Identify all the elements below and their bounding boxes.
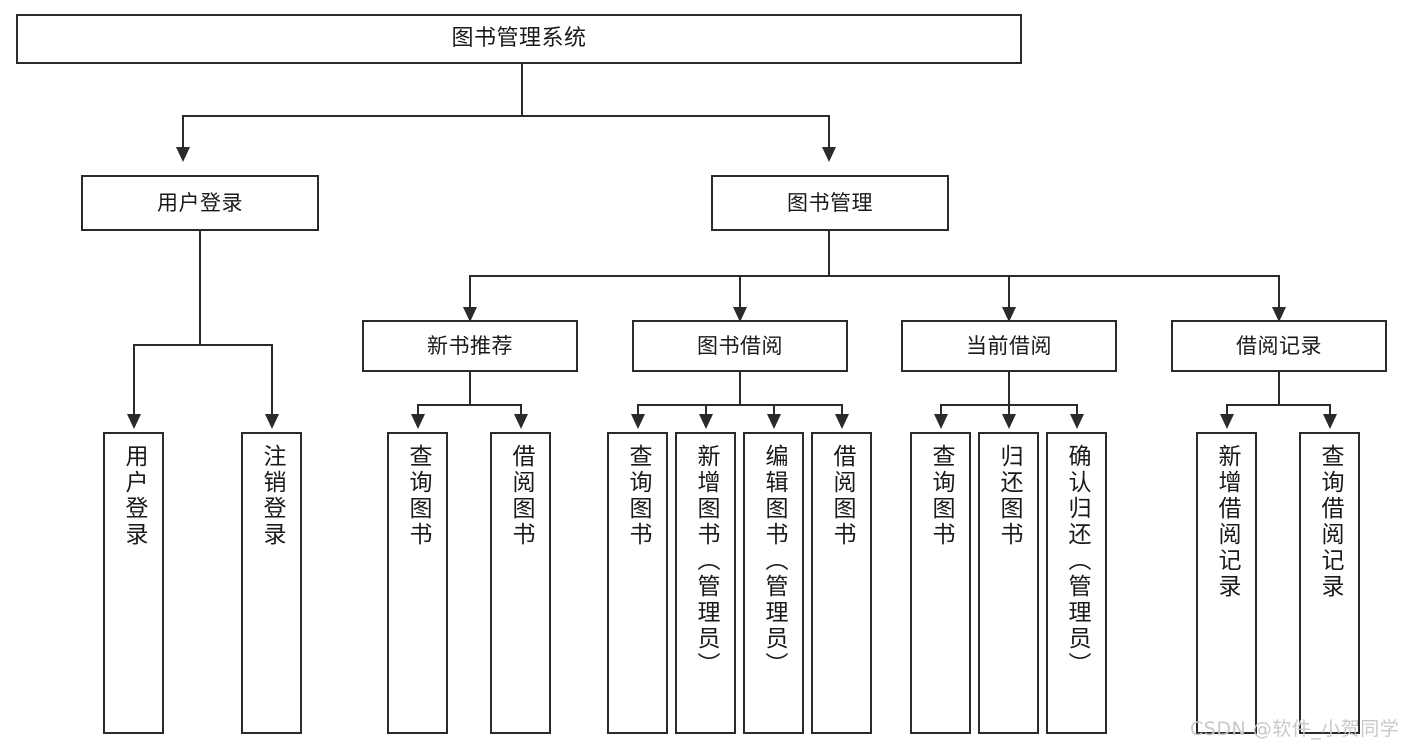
arrowhead-bb-edit (767, 414, 781, 429)
node-borrow-records[interactable]: 借阅记录 (1171, 320, 1387, 372)
edge-drop-bb-add (705, 404, 707, 416)
node-book-management[interactable]: 图书管理 (711, 175, 949, 231)
leaf-user-login[interactable]: 用户登录 (103, 432, 164, 734)
leaf-bb-edit-book-admin[interactable]: 编辑图书（管理员） (743, 432, 804, 734)
edge-drop-book-manage (828, 115, 830, 149)
node-label: 新增图书（管理员） (693, 444, 719, 678)
edge-new-book-distributor (417, 404, 522, 406)
node-label: 借阅记录 (1236, 333, 1322, 358)
edge-drop-br-query (1329, 404, 1331, 416)
arrowhead-leaf-user-login (127, 414, 141, 429)
arrowhead-nb-borrow (514, 414, 528, 429)
node-label: 用户登录 (121, 444, 147, 548)
edge-root-stem (521, 64, 523, 116)
node-label: 用户登录 (157, 190, 243, 215)
edge-drop-br-add (1226, 404, 1228, 416)
edge-book-borrow-distributor (637, 404, 842, 406)
node-label: 查询图书 (625, 444, 651, 548)
arrowhead-cb-confirm (1070, 414, 1084, 429)
arrowhead-cb-return (1002, 414, 1016, 429)
node-label: 借阅图书 (508, 444, 534, 548)
arrowhead-new-book (463, 307, 477, 322)
edge-borrow-records-stem (1278, 372, 1280, 405)
edge-book-borrow-stem (739, 372, 741, 405)
leaf-bb-add-book-admin[interactable]: 新增图书（管理员） (675, 432, 736, 734)
leaf-cb-return-book[interactable]: 归还图书 (978, 432, 1039, 734)
arrowhead-bb-add (699, 414, 713, 429)
arrowhead-borrow-records (1272, 307, 1286, 322)
edge-book-management-stem (828, 231, 830, 276)
node-label: 新增借阅记录 (1214, 444, 1240, 600)
leaf-cb-query-book[interactable]: 查询图书 (910, 432, 971, 734)
leaf-bb-query-book[interactable]: 查询图书 (607, 432, 668, 734)
node-root-system[interactable]: 图书管理系统 (16, 14, 1022, 64)
arrowhead-bb-borrow (835, 414, 849, 429)
node-label: 确认归还（管理员） (1064, 444, 1090, 678)
arrowhead-br-add (1220, 414, 1234, 429)
edge-drop-user-login (182, 115, 184, 149)
leaf-cb-confirm-return-admin[interactable]: 确认归还（管理员） (1046, 432, 1107, 734)
edge-drop-leaf-user-login (133, 344, 135, 416)
edge-drop-current-borrow (1008, 275, 1010, 309)
leaf-bb-borrow-book[interactable]: 借阅图书 (811, 432, 872, 734)
edge-book-management-distributor (469, 275, 1280, 277)
edge-drop-book-borrow (739, 275, 741, 309)
leaf-nb-borrow-book[interactable]: 借阅图书 (490, 432, 551, 734)
edge-drop-nb-borrow (520, 404, 522, 416)
leaf-nb-query-book[interactable]: 查询图书 (387, 432, 448, 734)
node-label: 新书推荐 (427, 333, 513, 358)
edge-user-login-stem (199, 231, 201, 345)
edge-root-distributor (182, 115, 830, 117)
arrowhead-br-query (1323, 414, 1337, 429)
node-current-borrow[interactable]: 当前借阅 (901, 320, 1117, 372)
node-label: 图书管理系统 (451, 26, 587, 52)
arrowhead-cb-query (934, 414, 948, 429)
edge-drop-cb-return (1008, 404, 1010, 416)
node-label: 查询图书 (405, 444, 431, 548)
arrowhead-leaf-logout (265, 414, 279, 429)
arrowhead-bb-query (631, 414, 645, 429)
leaf-br-query-record[interactable]: 查询借阅记录 (1299, 432, 1360, 734)
edge-new-book-stem (469, 372, 471, 405)
arrowhead-book-borrow (733, 307, 747, 322)
leaf-logout[interactable]: 注销登录 (241, 432, 302, 734)
edge-drop-nb-query (417, 404, 419, 416)
node-label: 借阅图书 (829, 444, 855, 548)
arrowhead-nb-query (411, 414, 425, 429)
edge-drop-cb-query (940, 404, 942, 416)
arrowhead-current-borrow (1002, 307, 1016, 322)
arrowhead-book-manage (822, 147, 836, 162)
node-label: 编辑图书（管理员） (761, 444, 787, 678)
node-label: 归还图书 (996, 444, 1022, 548)
node-new-book-recommend[interactable]: 新书推荐 (362, 320, 578, 372)
edge-user-login-distributor (133, 344, 273, 346)
node-book-borrow[interactable]: 图书借阅 (632, 320, 848, 372)
node-label: 当前借阅 (966, 333, 1052, 358)
edge-drop-cb-confirm (1076, 404, 1078, 416)
node-label: 图书管理 (787, 190, 873, 215)
edge-current-borrow-stem (1008, 372, 1010, 405)
edge-borrow-records-distributor (1226, 404, 1331, 406)
edge-drop-borrow-records (1278, 275, 1280, 309)
edge-drop-bb-borrow (841, 404, 843, 416)
edge-drop-bb-edit (773, 404, 775, 416)
edge-drop-bb-query (637, 404, 639, 416)
leaf-br-add-record[interactable]: 新增借阅记录 (1196, 432, 1257, 734)
node-label: 图书借阅 (697, 333, 783, 358)
edge-drop-leaf-logout (271, 344, 273, 416)
node-label: 查询借阅记录 (1317, 444, 1343, 600)
node-label: 注销登录 (259, 444, 285, 548)
node-user-login[interactable]: 用户登录 (81, 175, 319, 231)
edge-drop-new-book (469, 275, 471, 309)
arrowhead-user-login (176, 147, 190, 162)
node-label: 查询图书 (928, 444, 954, 548)
